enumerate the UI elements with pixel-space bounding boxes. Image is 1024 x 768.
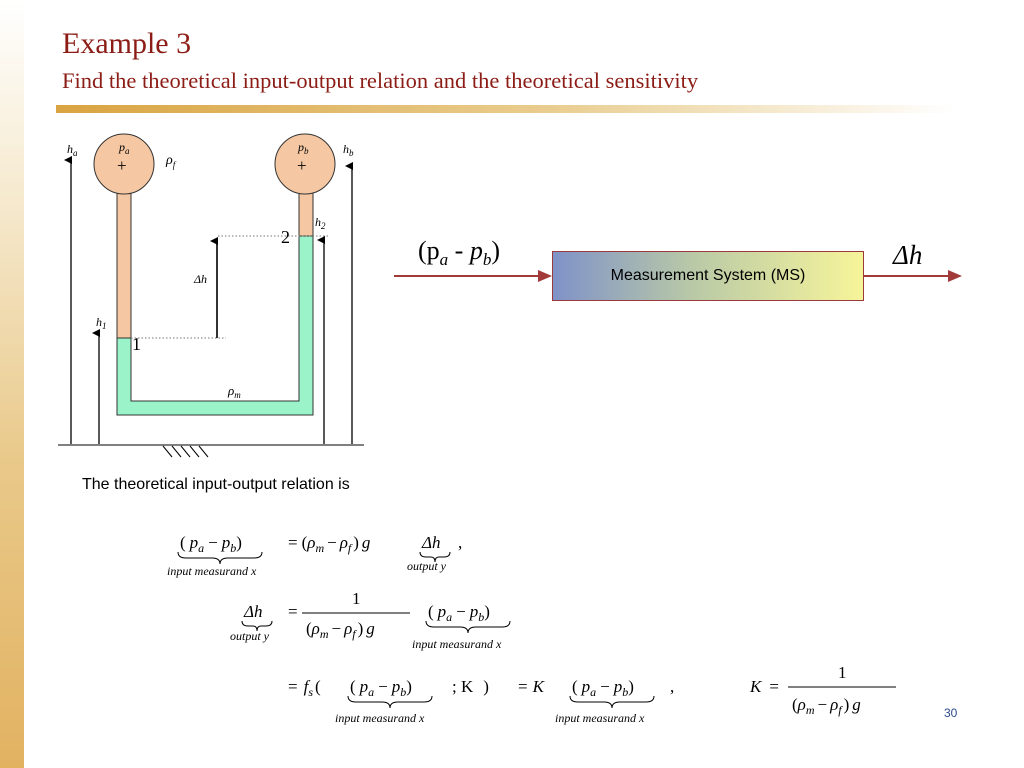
label-input-measurand-4: input measurand x (555, 711, 645, 725)
svg-text:(pa−pb): (pa−pb) (428, 602, 490, 624)
svg-text:(pa−pb): (pa−pb) (350, 677, 412, 699)
plus-b: + (297, 156, 307, 175)
h-a-label: h (67, 142, 73, 156)
plus-a: + (117, 156, 127, 175)
k-def-symbol: K (749, 677, 763, 696)
svg-text:h1: h1 (96, 315, 107, 331)
point-1-label: 1 (132, 334, 141, 354)
p-b-sub: b (304, 146, 309, 156)
equations: (pa−pb) input measurand x =(ρm−ρf)g Δh o… (167, 533, 896, 725)
eq-sign-2: = (288, 602, 298, 621)
output-label: Δh (893, 240, 923, 270)
p-a-label: p (118, 140, 125, 154)
numerator-one-1: 1 (352, 589, 361, 608)
eq-sign-1: = (288, 533, 298, 552)
svg-text:pb: pb (297, 140, 309, 156)
svg-text:=fs(: =fs( (288, 677, 321, 699)
svg-text:h2: h2 (315, 215, 326, 231)
input-label: (pa - pb) (418, 236, 501, 270)
tube-measuring-fluid (116, 235, 314, 416)
label-input-measurand-1: input measurand x (167, 564, 257, 578)
eq-sign-5: = (769, 677, 779, 696)
h2-sub: 2 (321, 221, 326, 231)
slide-subtitle: Find the theoretical input-output relati… (62, 68, 699, 93)
input-arrow-head (538, 270, 552, 282)
h1-label: h (96, 315, 102, 329)
delta-h-eq-1: Δh (421, 533, 440, 552)
h-a-sub: a (73, 148, 78, 158)
point-2-label: 2 (281, 227, 290, 247)
output-arrow-head (948, 270, 962, 282)
svg-text:(ρm−ρf)g: (ρm−ρf)g (306, 619, 375, 641)
slide-title: Example 3 (62, 27, 192, 60)
k-symbol: K (532, 677, 546, 696)
u-tube-manometer-diagram: + + pa pb ρf ρm ha hb h1 h2 Δh 2 1 (58, 133, 364, 458)
label-output-y-1: output y (407, 559, 447, 573)
title-underline (56, 105, 956, 113)
brace-6 (569, 695, 655, 709)
block-diagram-arrows (394, 270, 962, 282)
h2-label: h (315, 215, 321, 229)
comma-2: , (670, 677, 674, 696)
p-b-label: p (297, 140, 304, 154)
brace-2 (419, 551, 451, 563)
rho-f-sub: f (173, 160, 177, 170)
label-input-measurand-2: input measurand x (412, 637, 502, 651)
bulb-a (93, 133, 155, 195)
svg-text:K=: K= (749, 677, 779, 696)
h-b-label: h (343, 142, 349, 156)
svg-text:(pa−pb): (pa−pb) (572, 677, 634, 699)
label-input-measurand-3: input measurand x (335, 711, 425, 725)
svg-text:(pa−pb): (pa−pb) (180, 533, 242, 555)
delta-h-eq-2: Δh (243, 602, 262, 621)
semicolon-k: ; K) (452, 677, 489, 696)
brace-1 (177, 551, 263, 565)
decorative-sidebar (0, 0, 24, 768)
ground-hatch (162, 445, 209, 458)
svg-text:=K: =K (518, 677, 546, 696)
brace-3 (241, 620, 273, 632)
numerator-one-2: 1 (838, 663, 847, 682)
svg-text:(ρm−ρf)g: (ρm−ρf)g (792, 695, 861, 717)
intro-text: The theoretical input-output relation is (82, 476, 350, 493)
h1-sub: 1 (102, 321, 107, 331)
page-number: 30 (944, 706, 958, 720)
svg-text:=(ρm−ρf)g: =(ρm−ρf)g (288, 533, 370, 555)
comma-1: , (458, 533, 462, 552)
p-a-sub: a (125, 146, 130, 156)
f-s: f (304, 677, 311, 696)
eq-sign-3: = (288, 677, 298, 696)
rho-m-sub: m (234, 390, 241, 400)
rho-m-label: ρ (227, 383, 234, 398)
label-output-y-2: output y (230, 629, 270, 643)
svg-text:ha: ha (67, 142, 78, 158)
svg-text:pa: pa (118, 140, 130, 156)
bulb-b (274, 133, 336, 195)
svg-text:ρm: ρm (227, 383, 241, 400)
h-b-sub: b (349, 148, 354, 158)
svg-text:hb: hb (343, 142, 354, 158)
measurement-system-box: Measurement System (MS) (552, 251, 864, 301)
brace-4 (425, 620, 511, 634)
brace-5 (347, 695, 433, 709)
left-column-fluid-f (116, 185, 132, 339)
rho-f-label: ρ (165, 153, 173, 168)
eq-sign-4: = (518, 677, 528, 696)
delta-h-label: Δh (193, 272, 207, 286)
svg-text:ρf: ρf (165, 153, 177, 170)
